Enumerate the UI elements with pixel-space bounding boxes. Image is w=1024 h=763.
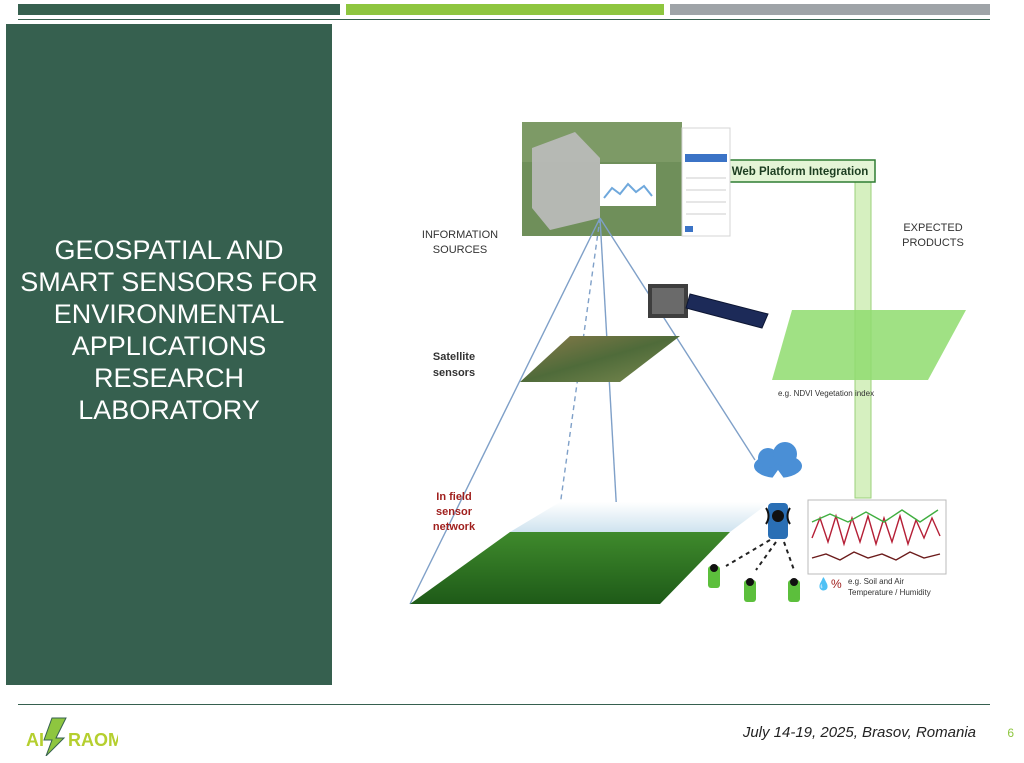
- top-bar-light-green: [346, 4, 664, 15]
- satellite-image-plane: [520, 336, 680, 382]
- sensor-node-icon: [708, 564, 720, 588]
- sensor-diagram: Web Platform Integration INFORMATION SOU…: [409, 122, 966, 605]
- ndvi-product-image: [772, 310, 966, 380]
- soil-caption: e.g. Soil and Air: [848, 577, 904, 586]
- web-platform-label: Web Platform Integration: [732, 166, 869, 178]
- field-image: [410, 502, 770, 604]
- information-sources-image: [522, 122, 731, 237]
- information-sources-label: SOURCES: [433, 244, 487, 256]
- sensor-node-icon: [744, 578, 756, 602]
- conference-logo: AI RAOM: [24, 717, 118, 756]
- satellite-icon: [648, 284, 769, 329]
- soil-caption-icon: 💧%: [816, 577, 842, 591]
- title-panel: GEOSPATIAL AND SMART SENSORS FOR ENVIRON…: [6, 24, 332, 685]
- sensor-timeseries-chart: [807, 499, 947, 575]
- feedback-arrow: Web Platform Integration: [700, 154, 876, 499]
- sensor-node-links: [725, 539, 795, 571]
- svg-text:AI: AI: [26, 730, 44, 750]
- cloud-icon: [754, 442, 802, 492]
- in-field-label: network: [433, 521, 476, 533]
- soil-caption: Temperature / Humidity: [848, 588, 931, 597]
- in-field-label: In field: [436, 491, 471, 503]
- satellite-sensors-label: sensors: [433, 367, 475, 379]
- bottom-divider: [18, 704, 990, 705]
- top-divider: [18, 19, 990, 20]
- top-bar-dark-green: [18, 4, 340, 15]
- ndvi-caption: e.g. NDVI Vegetation index: [778, 389, 874, 398]
- expected-products-label: PRODUCTS: [902, 237, 964, 249]
- in-field-label: sensor: [436, 506, 473, 518]
- expected-products-label: EXPECTED: [903, 222, 962, 234]
- information-sources-label: INFORMATION: [422, 229, 498, 241]
- event-info: July 14-19, 2025, Brasov, Romania: [742, 724, 976, 741]
- page-number: 6: [1007, 726, 1014, 740]
- slide-title: GEOSPATIAL AND SMART SENSORS FOR ENVIRON…: [20, 235, 318, 425]
- gateway-sensor-icon: [765, 503, 791, 539]
- top-bar-gray: [670, 4, 990, 15]
- svg-text:RAOM: RAOM: [68, 730, 118, 750]
- sensor-node-icon: [788, 578, 800, 602]
- satellite-sensors-label: Satellite: [433, 351, 475, 363]
